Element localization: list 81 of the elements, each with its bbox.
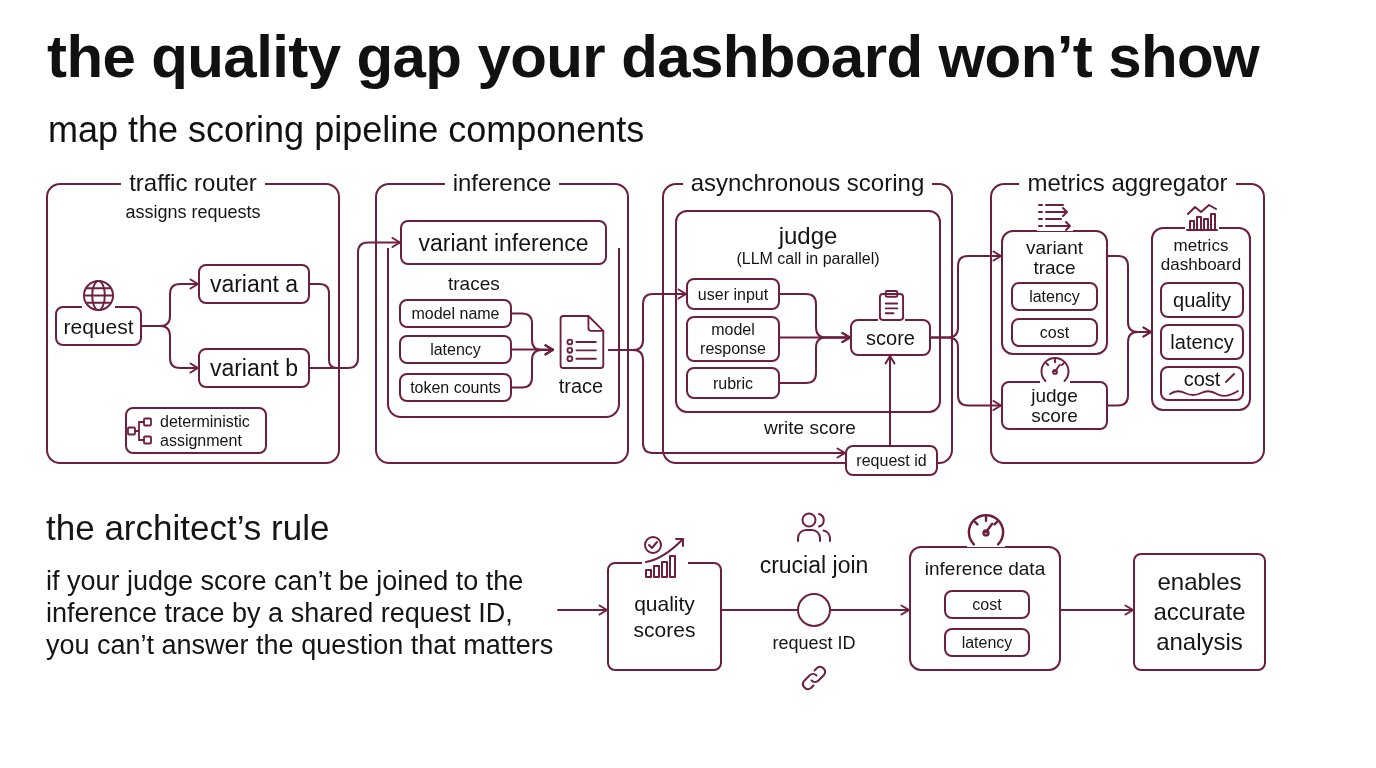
metric-box: [1160, 282, 1244, 318]
node-label: request: [63, 313, 134, 339]
arrow: [779, 332, 851, 384]
box-subheading: (LLM call in parallel): [736, 249, 880, 268]
field-box: [399, 335, 512, 364]
process-box: [607, 562, 722, 671]
node-label: model name: [411, 304, 500, 323]
process-box: [400, 220, 607, 265]
process-box: [1001, 381, 1108, 430]
node-label: judge score: [1029, 385, 1079, 426]
connector-line: [721, 609, 798, 611]
box-heading: inference data: [924, 557, 1046, 580]
field-box: [944, 628, 1030, 657]
annotation-label: request ID: [772, 632, 856, 654]
field-box: [1011, 282, 1098, 311]
arrow: [1060, 604, 1134, 616]
container-box: [1151, 227, 1251, 411]
panel-title: asynchronous scoring: [682, 171, 933, 195]
note-box: [125, 407, 267, 454]
container-box: [1001, 230, 1108, 355]
page-title: the quality gap your dashboard won’t show: [47, 22, 1260, 92]
variant-box: [198, 264, 310, 304]
node-label: latency: [1029, 287, 1080, 306]
arrow: [608, 349, 846, 459]
request-box: [55, 306, 142, 346]
box-heading: judge: [778, 221, 838, 250]
node-label: score: [866, 325, 915, 350]
panel-title: metrics aggregator: [1019, 171, 1236, 195]
arrow: [830, 604, 910, 616]
junction-circle: [797, 593, 831, 627]
node-label: quality scores: [632, 590, 697, 643]
section-panel: [990, 171, 1265, 464]
metric-box: [1160, 324, 1244, 360]
field-box: [686, 316, 780, 362]
field-box: [944, 590, 1030, 619]
panel-subtitle: assigns requests: [125, 202, 261, 223]
box-heading: metrics dashboard: [1159, 236, 1243, 274]
box-heading: variant trace: [1025, 238, 1084, 278]
node-label: variant b: [209, 354, 299, 382]
arrow: [141, 325, 199, 374]
container-box: [675, 210, 941, 413]
field-box: [399, 373, 512, 402]
node-label: cost: [1039, 323, 1070, 342]
node-label: cost: [972, 595, 1002, 614]
field-box: [686, 278, 780, 310]
node-label: latency: [430, 340, 481, 359]
field-box: [399, 299, 512, 328]
node-label: request id: [856, 451, 927, 470]
node-label: rubric: [713, 373, 753, 393]
group-outline: [387, 220, 620, 418]
body-text: if your judge score can’t be joined to the inference trace by a shared request ID, you can’t answer the question that matters: [46, 565, 555, 661]
node-label: cost: [1183, 368, 1221, 389]
node-label: variant inference: [418, 228, 589, 257]
arrow: [511, 344, 554, 355]
node-label: latency: [1170, 330, 1234, 354]
annotation-label: crucial join: [759, 551, 869, 579]
field-box: [845, 445, 938, 476]
node-label: model response: [699, 320, 767, 358]
node-label: quality: [1173, 288, 1231, 312]
node-label: user input: [697, 284, 769, 304]
arrow: [884, 355, 896, 446]
arrow: [930, 336, 1002, 411]
arrow: [557, 604, 608, 616]
node-label: deterministic assignment: [160, 411, 251, 450]
node-label: latency: [961, 633, 1013, 652]
container-box: [909, 546, 1061, 671]
metric-box: [1160, 366, 1244, 401]
field-box: [686, 367, 780, 399]
variant-box: [198, 348, 310, 388]
field-box: [1011, 318, 1098, 347]
section-heading: the architect’s rule: [46, 507, 330, 549]
section-panel: [375, 171, 629, 464]
node-label: variant a: [209, 270, 299, 298]
node-label: trace: [558, 374, 604, 398]
result-box: [1133, 553, 1266, 671]
node-label: enables accurate analysis: [1152, 567, 1247, 657]
node-label: token counts: [410, 378, 501, 397]
box-heading: traces: [448, 272, 500, 295]
section-panel: [46, 171, 340, 464]
process-box: [850, 319, 931, 356]
page-subtitle: map the scoring pipeline components: [48, 108, 645, 152]
